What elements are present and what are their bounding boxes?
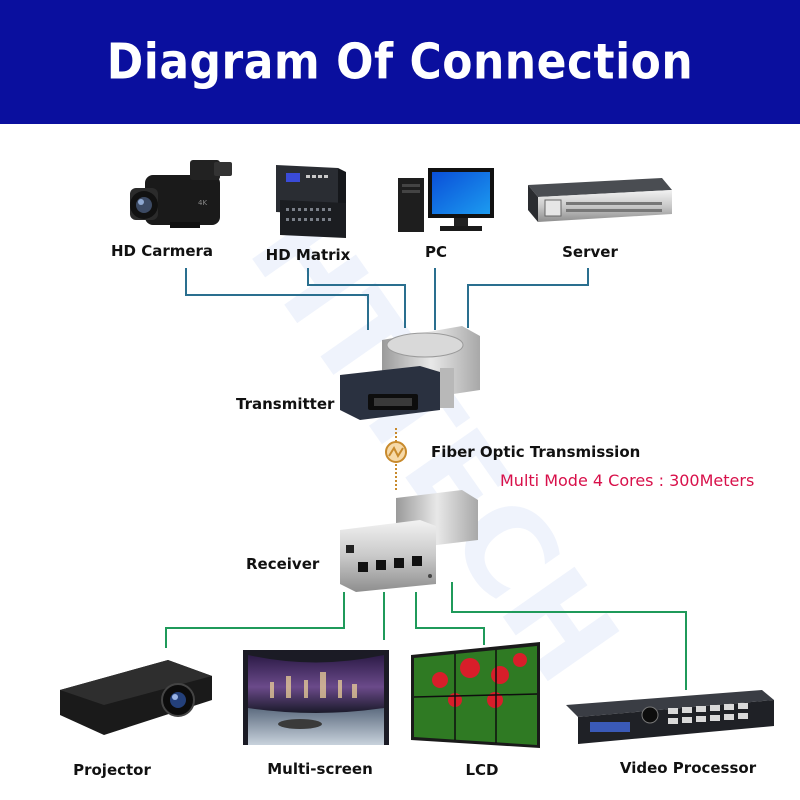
output-connection-lines [165,582,687,690]
projector-icon [60,660,212,735]
multi-screen-icon [243,650,389,745]
title-banner: Diagram Of Connection [0,0,800,124]
label-transmitter: Transmitter [236,395,335,413]
label-receiver: Receiver [246,555,320,573]
label-projector: Projector [73,761,151,779]
label-pc: PC [424,243,448,261]
fiber-link-icon [385,428,407,490]
transmitter-device-icon [340,326,480,420]
label-hd-camera: HD Carmera [110,242,214,260]
hd-camera-icon: 4K [130,160,232,228]
video-processor-icon [566,690,774,744]
page-title: Diagram Of Connection [106,33,694,91]
label-hd-matrix: HD Matrix [265,246,351,264]
hd-matrix-icon [276,165,346,238]
receiver-device-icon [340,490,478,592]
svg-text:4K: 4K [198,199,207,207]
label-multi-screen: Multi-screen [267,760,373,778]
server-icon [528,178,672,222]
source-connection-lines [185,268,589,330]
pc-icon [398,168,494,232]
label-video-processor: Video Processor [619,759,757,777]
label-fiber-optic: Fiber Optic Transmission [431,443,641,461]
lcd-wall-icon [411,642,540,748]
label-lcd: LCD [465,761,499,779]
label-server: Server [562,243,618,261]
fiber-spec-note: Multi Mode 4 Cores : 300Meters [500,471,755,490]
